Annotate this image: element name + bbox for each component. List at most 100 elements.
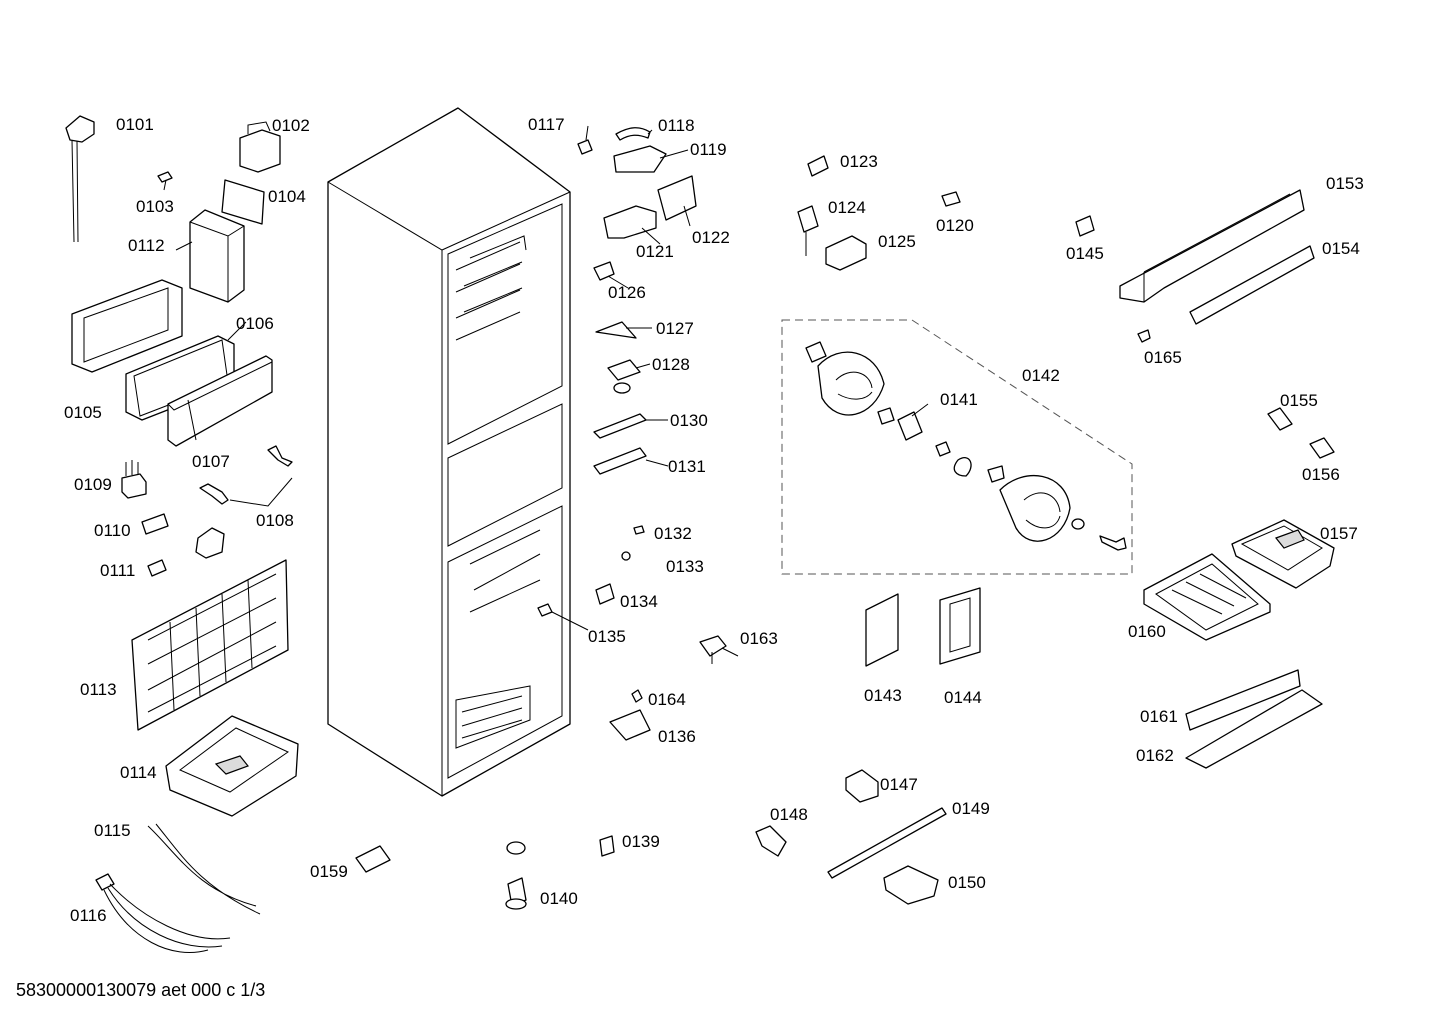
- label-0112: 0112: [128, 236, 165, 255]
- part-0101-power-cord: [65, 115, 95, 243]
- fan-assembly-0142: [781, 319, 1133, 575]
- part-0159-hinge: [355, 845, 391, 873]
- part-0126-cap: [593, 261, 615, 281]
- label-0159: 0159: [310, 862, 348, 881]
- part-0123-clip: [807, 155, 829, 177]
- label-0132: 0132: [654, 524, 692, 543]
- label-0102: 0102: [272, 116, 310, 135]
- label-0131: 0131: [668, 457, 706, 476]
- label-0106: 0106: [236, 314, 274, 333]
- part-0124-bracket: [797, 205, 819, 256]
- part-0122-cover: [657, 175, 697, 221]
- label-0105: 0105: [64, 403, 102, 422]
- part-0120-clip: [941, 191, 961, 207]
- label-0104: 0104: [268, 187, 306, 206]
- label-0130: 0130: [670, 411, 708, 430]
- label-0127: 0127: [656, 319, 694, 338]
- part-0117-clip: [577, 139, 593, 155]
- part-0102-module: [239, 121, 281, 173]
- label-0123: 0123: [840, 152, 878, 171]
- label-0162: 0162: [1136, 746, 1174, 765]
- part-0121-cover: [603, 205, 657, 239]
- part-0144-panel: [939, 587, 981, 665]
- label-0136: 0136: [658, 727, 696, 746]
- part-labels: 0101 0102 0103 0104 0105 0106 0107 0108 …: [64, 115, 1364, 925]
- label-0163: 0163: [740, 629, 778, 648]
- part-0140-foot: [505, 877, 527, 910]
- washer-0128: [613, 382, 631, 394]
- label-0116: 0116: [70, 906, 107, 925]
- document-id: 58300000130079 aet 000 c 1/3: [16, 980, 266, 1000]
- part-0130-rail: [593, 413, 647, 439]
- part-0107-strip: [167, 355, 273, 447]
- label-0133: 0133: [666, 557, 704, 576]
- part-0148-clip: [755, 825, 787, 857]
- part-0118-bracket: [615, 127, 651, 141]
- label-0110: 0110: [94, 521, 131, 540]
- label-0145: 0145: [1066, 244, 1104, 263]
- washer-0140: [506, 841, 526, 855]
- part-0116-cable: [95, 873, 231, 953]
- label-0125: 0125: [878, 232, 916, 251]
- part-0108-screws: [199, 445, 293, 507]
- refrigerator-cabinet: [327, 107, 571, 797]
- label-0139: 0139: [622, 832, 660, 851]
- part-0134-connector: [595, 583, 615, 605]
- part-0111-clip: [147, 559, 167, 577]
- label-0153: 0153: [1326, 174, 1364, 193]
- part-0150-cover: [883, 865, 939, 905]
- part-0164-screw: [631, 689, 643, 703]
- part-0149-rod: [827, 807, 947, 879]
- part-0160-tray: [1143, 553, 1271, 641]
- label-0149: 0149: [952, 799, 990, 818]
- part-0110-clip: [141, 513, 169, 535]
- label-0142: 0142: [1022, 366, 1060, 385]
- part-0145-switch: [1075, 215, 1095, 237]
- part-0115-cable: [147, 823, 261, 915]
- label-0103: 0103: [136, 197, 174, 216]
- part-0112-housing: [189, 209, 245, 303]
- part-0165-screw: [1137, 329, 1151, 343]
- label-0165: 0165: [1144, 348, 1182, 367]
- part-0147-block: [845, 769, 879, 803]
- part-0128-plate: [607, 359, 641, 381]
- part-0127-plate: [595, 321, 637, 339]
- label-0111: 0111: [100, 561, 135, 580]
- part-0161-bar: [1185, 669, 1301, 731]
- label-0120: 0120: [936, 216, 974, 235]
- label-0113: 0113: [80, 680, 117, 699]
- part-0143-card: [865, 593, 899, 667]
- part-0155-plug: [1267, 407, 1293, 431]
- gasket-small: [195, 527, 225, 559]
- label-0150: 0150: [948, 873, 986, 892]
- label-0134: 0134: [620, 592, 658, 611]
- part-0113-grille: [131, 559, 289, 731]
- label-0114: 0114: [120, 763, 157, 782]
- label-0147: 0147: [880, 775, 918, 794]
- label-0140: 0140: [540, 889, 578, 908]
- part-0114-tray: [165, 715, 299, 817]
- label-0135: 0135: [588, 627, 626, 646]
- part-0131-rail: [593, 447, 647, 475]
- part-0119-bracket: [613, 145, 667, 173]
- label-0128: 0128: [652, 355, 690, 374]
- label-0157: 0157: [1320, 524, 1358, 543]
- label-0126: 0126: [608, 283, 646, 302]
- part-0132-screw: [633, 525, 645, 535]
- part-0154-strip: [1189, 245, 1315, 325]
- part-0163-plug: [699, 635, 739, 664]
- label-0141: 0141: [940, 390, 978, 409]
- label-0121: 0121: [636, 242, 674, 261]
- part-0133-button: [621, 551, 631, 561]
- label-0115: 0115: [94, 821, 131, 840]
- part-0162-bar: [1185, 689, 1323, 769]
- label-0164: 0164: [648, 690, 686, 709]
- label-0101: 0101: [116, 115, 154, 134]
- label-0119: 0119: [690, 140, 727, 159]
- part-0135-stud: [537, 603, 589, 631]
- label-0107: 0107: [192, 452, 230, 471]
- label-0122: 0122: [692, 228, 730, 247]
- part-0125-cover: [825, 235, 867, 271]
- label-0161: 0161: [1140, 707, 1178, 726]
